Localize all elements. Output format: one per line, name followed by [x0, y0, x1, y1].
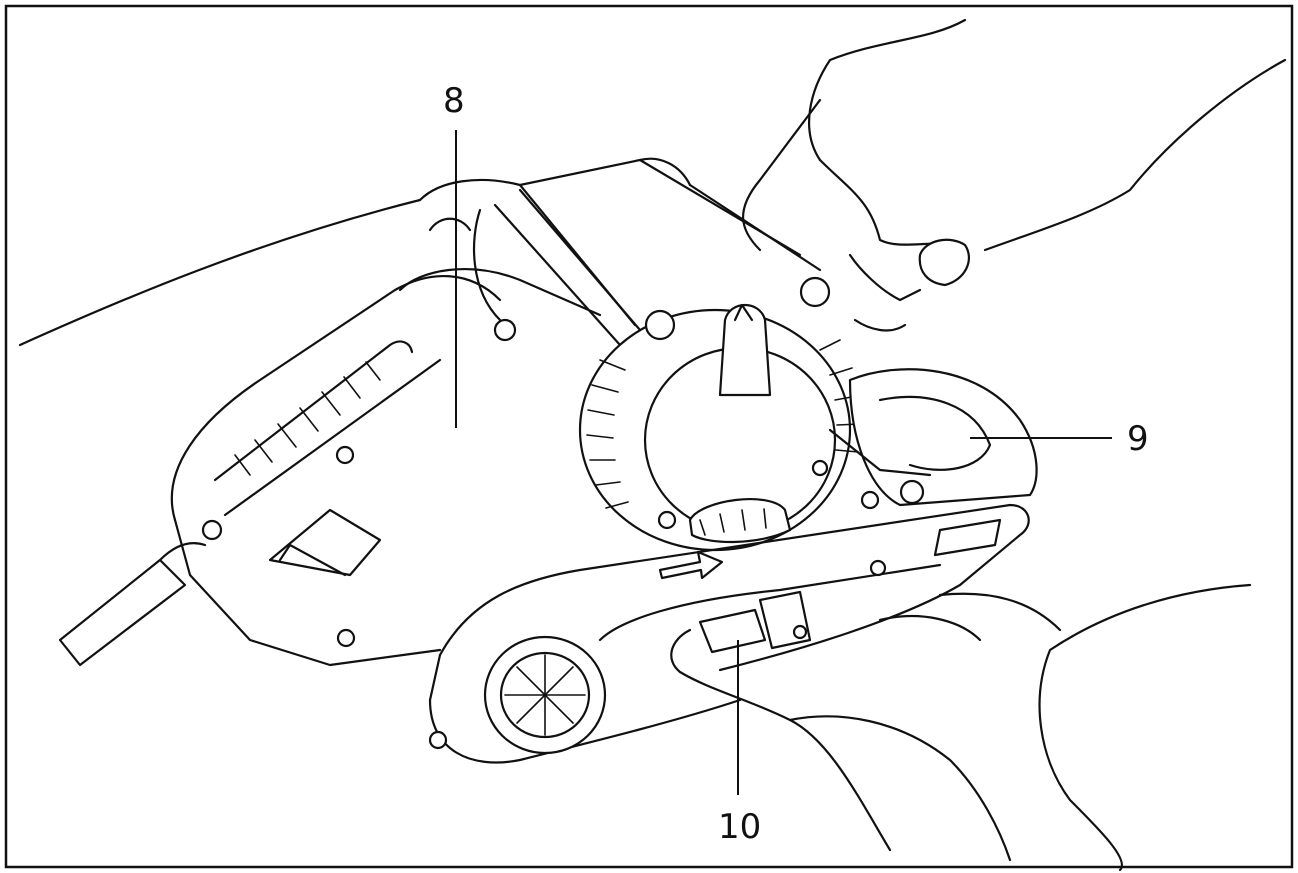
callout-10-label: 10	[718, 807, 761, 847]
upper-right-hand	[742, 18, 1287, 332]
sanding-belt	[428, 503, 1030, 764]
callout-10: 10	[718, 640, 761, 847]
belt-tension-lever	[698, 590, 812, 654]
figure-frame	[4, 4, 1294, 869]
lower-right-hand	[670, 583, 1252, 872]
callout-8-label: 8	[443, 81, 465, 121]
callout-9: 9	[970, 419, 1149, 459]
motor-housing	[398, 157, 822, 347]
rear-handle	[170, 275, 502, 667]
callout-9-label: 9	[1127, 419, 1149, 459]
power-cord	[18, 198, 422, 667]
front-handle	[828, 368, 1038, 510]
callout-8: 8	[443, 81, 465, 428]
motor-end-cap	[578, 276, 861, 552]
